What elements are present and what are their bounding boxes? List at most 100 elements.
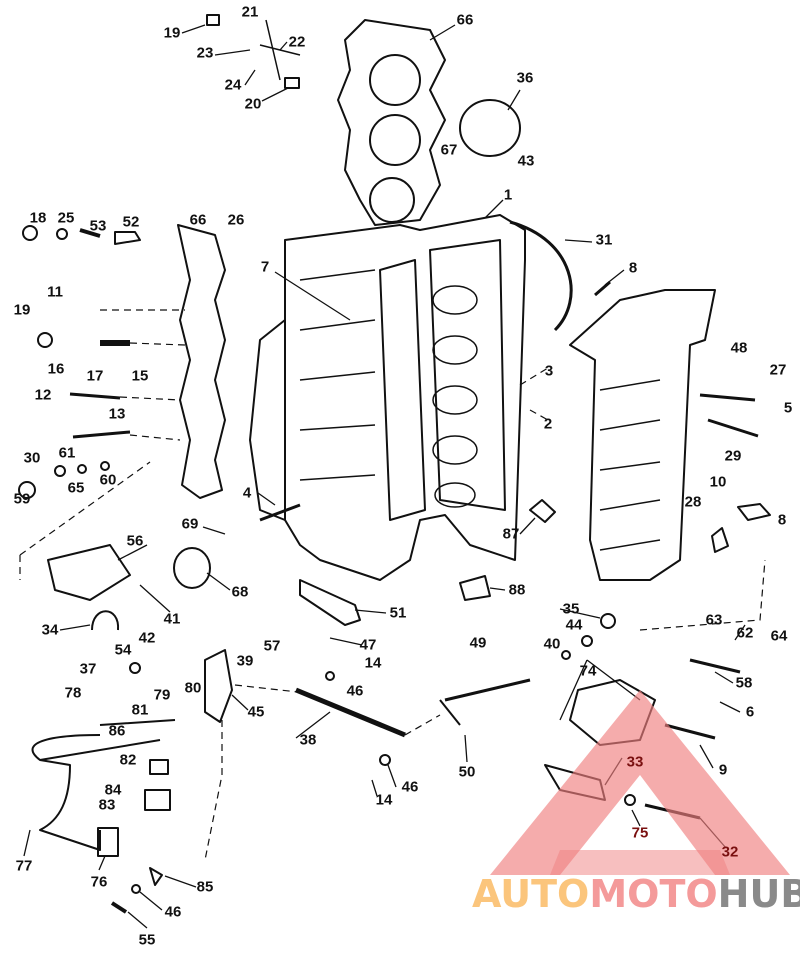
callout-18: 18 (29, 209, 47, 227)
callout-7: 7 (260, 258, 270, 276)
callout-46: 46 (401, 778, 419, 796)
callout-46: 46 (346, 682, 364, 700)
callout-50: 50 (458, 763, 476, 781)
callout-66: 66 (456, 11, 474, 29)
callout-46: 46 (164, 903, 182, 921)
watermark-hub: HUB (717, 872, 800, 916)
callout-9: 9 (718, 761, 728, 779)
callout-19: 19 (163, 24, 181, 42)
callout-42: 42 (138, 629, 156, 647)
callout-67: 67 (440, 141, 458, 159)
callout-41: 41 (163, 610, 181, 628)
watermark-auto: AUTO (472, 872, 590, 916)
callout-6: 6 (745, 703, 755, 721)
callout-39: 39 (236, 652, 254, 670)
callout-29: 29 (724, 447, 742, 465)
intake-gasket (177, 224, 226, 499)
crankcase-block (284, 214, 526, 581)
callout-80: 80 (184, 679, 202, 697)
callout-8: 8 (628, 259, 638, 277)
callout-79: 79 (153, 686, 171, 704)
callout-76: 76 (90, 873, 108, 891)
callout-20: 20 (244, 95, 262, 113)
callout-5: 5 (783, 399, 793, 417)
callout-19: 19 (13, 301, 31, 319)
callout-49: 49 (469, 634, 487, 652)
callout-35: 35 (562, 600, 580, 618)
callout-63: 63 (705, 611, 723, 629)
watermark-logo (490, 690, 790, 875)
callout-86: 86 (108, 722, 126, 740)
callout-64: 64 (770, 627, 788, 645)
callout-78: 78 (64, 684, 82, 702)
callout-2: 2 (543, 415, 553, 433)
callout-55: 55 (138, 931, 156, 949)
callout-24: 24 (224, 76, 242, 94)
callout-10: 10 (709, 473, 727, 491)
callout-22: 22 (288, 33, 306, 51)
callout-17: 17 (86, 367, 104, 385)
callout-85: 85 (196, 878, 214, 896)
callout-13: 13 (108, 405, 126, 423)
callout-43: 43 (517, 152, 535, 170)
cylinder-head-gasket (337, 19, 446, 226)
callout-14: 14 (375, 791, 393, 809)
callout-32: 32 (721, 843, 739, 861)
callout-61: 61 (58, 444, 76, 462)
o-ring (459, 99, 521, 157)
callout-69: 69 (181, 515, 199, 533)
callout-1: 1 (503, 186, 513, 204)
callout-65: 65 (67, 479, 85, 497)
callout-53: 53 (89, 217, 107, 235)
callout-15: 15 (131, 367, 149, 385)
callout-82: 82 (119, 751, 137, 769)
callout-56: 56 (126, 532, 144, 550)
callout-62: 62 (736, 624, 754, 642)
callout-38: 38 (299, 731, 317, 749)
callout-8: 8 (777, 511, 787, 529)
callout-12: 12 (34, 386, 52, 404)
callout-83: 83 (98, 796, 116, 814)
callout-66: 66 (189, 211, 207, 229)
callout-14: 14 (364, 654, 382, 672)
callout-11: 11 (47, 283, 63, 301)
callout-81: 81 (131, 701, 149, 719)
callout-3: 3 (544, 362, 554, 380)
callout-84: 84 (104, 781, 122, 799)
callout-74: 74 (579, 662, 597, 680)
callout-40: 40 (543, 635, 561, 653)
callout-59: 59 (13, 490, 31, 508)
callout-27: 27 (769, 361, 787, 379)
callout-48: 48 (730, 339, 748, 357)
callout-68: 68 (231, 583, 249, 601)
callout-16: 16 (47, 360, 65, 378)
callout-31: 31 (595, 231, 613, 249)
callout-77: 77 (15, 857, 33, 875)
callout-36: 36 (516, 69, 534, 87)
callout-37: 37 (79, 660, 97, 678)
watermark-text: AUTOMOTOHUB (472, 872, 800, 916)
callout-21: 21 (241, 3, 259, 21)
callout-52: 52 (122, 213, 140, 231)
callout-88: 88 (508, 581, 526, 599)
callout-51: 51 (389, 604, 407, 622)
callout-33: 33 (626, 753, 644, 771)
callout-23: 23 (196, 44, 214, 62)
callout-47: 47 (359, 636, 377, 654)
callout-4: 4 (242, 484, 252, 502)
callout-54: 54 (114, 641, 132, 659)
callout-44: 44 (565, 616, 583, 634)
callout-75: 75 (631, 824, 649, 842)
callout-34: 34 (41, 621, 59, 639)
callout-25: 25 (57, 209, 75, 227)
callout-30: 30 (23, 449, 41, 467)
callout-58: 58 (735, 674, 753, 692)
callout-60: 60 (99, 471, 117, 489)
crankcase-cover (569, 289, 716, 581)
callout-45: 45 (247, 703, 265, 721)
callout-87: 87 (502, 525, 520, 543)
callout-57: 57 (263, 637, 281, 655)
callout-28: 28 (684, 493, 702, 511)
